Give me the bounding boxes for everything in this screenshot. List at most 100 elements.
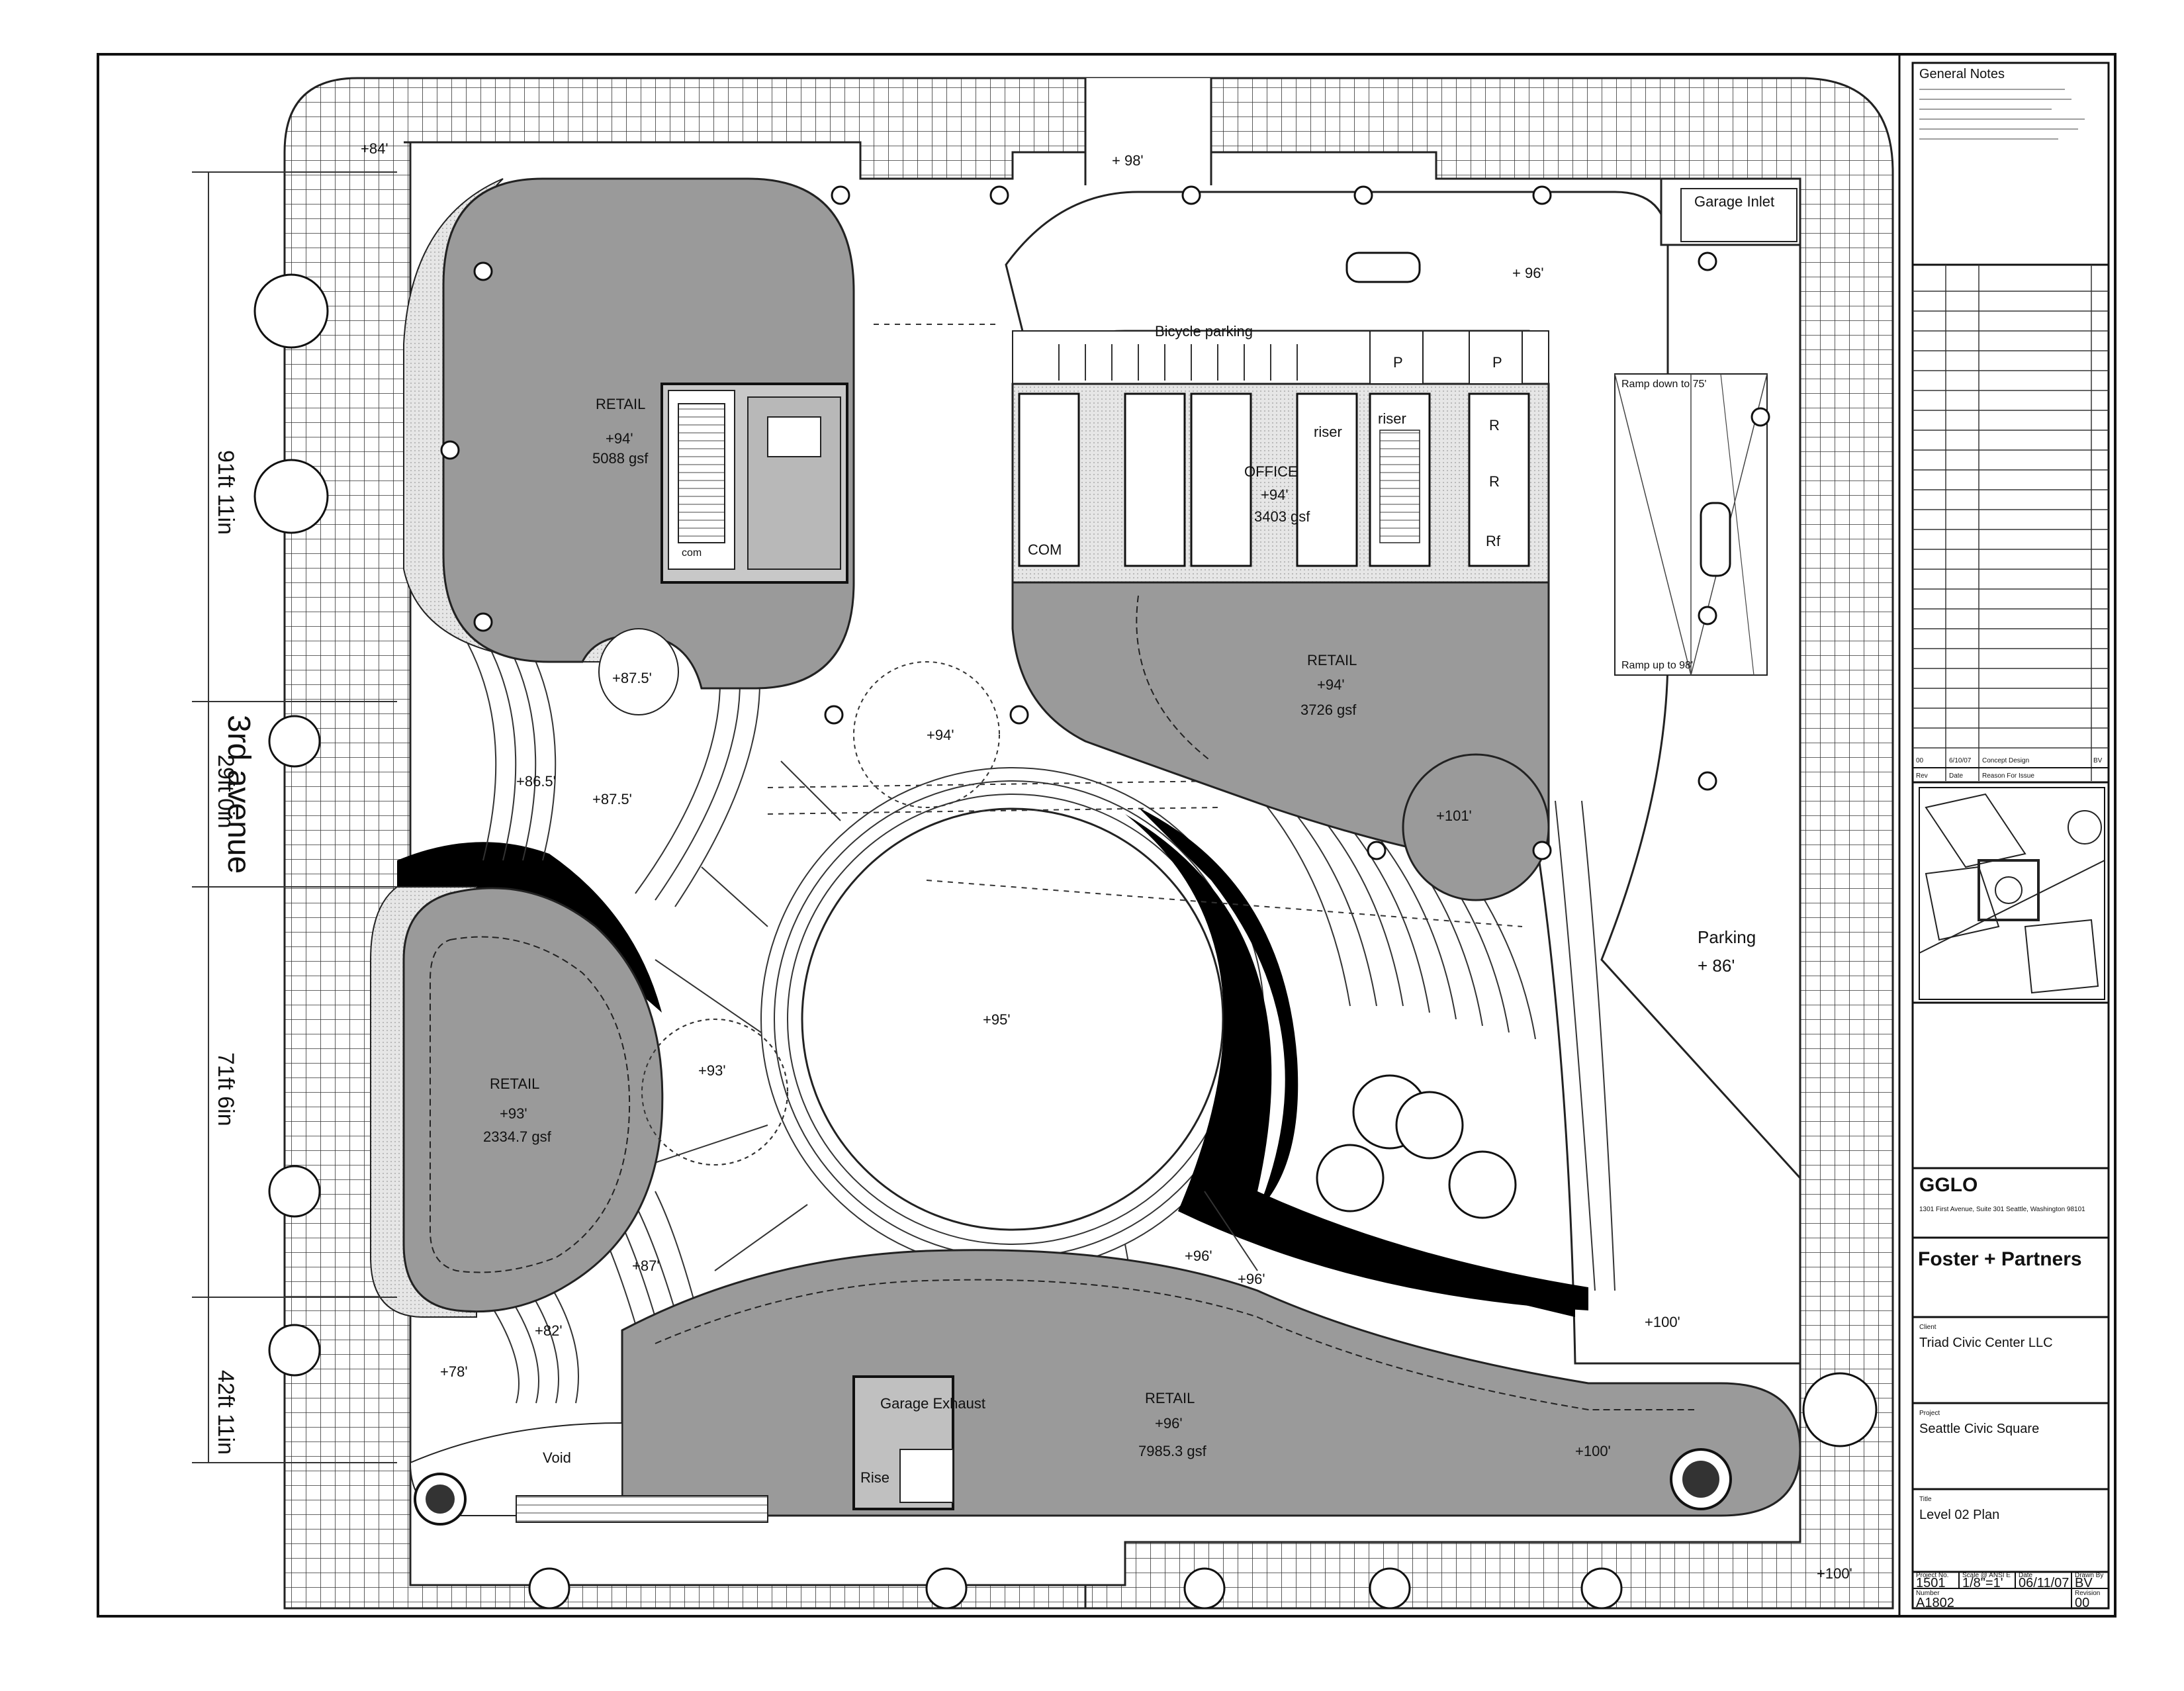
dimension-lines [192,171,397,1463]
void-label: Void [543,1449,571,1466]
bicycle-parking-label: Bicycle parking [1155,323,1253,340]
elevation-label: +101' [1436,807,1472,824]
revision-row-rev: 00 [1916,757,1924,764]
title-block: General Notes 00 6/10/07 Concept [1911,62,2110,1610]
number-caption: Number [1916,1590,1940,1597]
elevation-label: +84' [361,140,388,157]
void-openings [397,807,1588,1310]
elevation-label: +93' [698,1062,726,1079]
elevation-label: +100' [1817,1565,1852,1582]
project-no-caption: Project No. [1916,1572,1948,1579]
zone-elevation: +94' [1317,676,1345,693]
elevation-label: +87.5' [612,670,652,686]
zone-name: RETAIL [490,1075,539,1092]
rise-label: Rise [860,1469,889,1486]
drawing-title: Level 02 Plan [1919,1508,1999,1522]
date-caption: Date [2019,1572,2033,1579]
dimension-label-3: 71ft 6in [213,1052,238,1126]
elevation-label: +100' [1575,1443,1611,1459]
zone-area: 3403 gsf [1254,508,1310,525]
zone-elevation: +96' [1155,1415,1183,1432]
com-small-label: com [682,547,702,559]
date-value: 06/11/07 [2019,1576,2069,1590]
retail-north-west [403,177,855,715]
client-name: Triad Civic Center LLC [1919,1336,2053,1350]
drawn-by: BV [2075,1576,2093,1590]
elevation-label: +96' [1185,1248,1212,1264]
parking-elevation: + 86' [1698,956,1735,976]
architect-address: 1301 First Avenue, Suite 301 Seattle, Wa… [1919,1206,2085,1213]
columns [440,185,1770,860]
retail-west [370,886,788,1318]
project-name: Seattle Civic Square [1919,1422,2039,1436]
elevation-label: +100' [1645,1314,1680,1330]
revision-row-drawn: BV [2093,757,2103,764]
elevation-label: +87.5' [592,791,632,807]
dimension-label-2: 29ft 0in [213,754,238,829]
rev-header-reason: Reason For Issue [1982,772,2034,780]
elevation-label: +94' [927,727,954,743]
rev-header-rev: Rev [1916,772,1928,780]
drawing-number: A1802 [1916,1596,1954,1610]
garage-exhaust-label: Garage Exhaust [880,1395,985,1412]
zone-area: 7985.3 gsf [1138,1443,1207,1459]
project-caption: Project [1919,1410,1940,1417]
p-label: P [1393,354,1403,371]
revision-row-reason: Concept Design [1982,757,2029,764]
r-label: R [1489,417,1500,434]
rev-header-date: Date [1949,772,1964,780]
vehicles [1345,251,1731,577]
trees [253,273,1878,1610]
elevation-label: +86.5' [516,773,556,790]
zone-name: RETAIL [1145,1390,1195,1406]
title-caption: Title [1919,1496,1932,1503]
elevation-label: +82' [535,1322,563,1339]
elevation-label: + 98' [1112,152,1144,169]
elevation-label: +78' [440,1363,468,1380]
zone-elevation: +94' [606,430,633,447]
dimension-label-4: 42ft 11in [213,1370,238,1455]
dimension-label-1: 91ft 11in [213,450,238,535]
zone-name: RETAIL [596,396,645,412]
zone-elevation: +93' [500,1105,527,1122]
designer-name: Foster + Partners [1918,1248,2082,1270]
zone-name: RETAIL [1307,652,1357,668]
zone-area: 2334.7 gsf [483,1128,552,1145]
com-label: COM [1028,541,1062,558]
notes-heading: General Notes [1919,67,2005,81]
revision-number: 00 [2075,1596,2089,1610]
scale-caption: Scale @ ANSI E [1962,1572,2011,1579]
elevation-label: +96' [1238,1271,1265,1287]
elevation-label: +87' [632,1257,660,1274]
elevation-label: + 96' [1512,265,1544,281]
parking-label: Parking [1698,927,1756,947]
key-plan [1919,787,2105,1000]
sheet-border [97,53,2116,1618]
client-caption: Client [1919,1324,1936,1331]
drawn-by-caption: Drawn By [2075,1572,2103,1579]
project-no: 1501 [1916,1576,1946,1590]
revision-row-date: 6/10/07 [1949,757,1972,764]
zone-elevation: +94' [1261,486,1289,503]
zone-name: OFFICE [1244,463,1298,480]
rf-label: Rf [1486,533,1501,549]
elevation-label: +95' [983,1011,1011,1028]
zone-area: 5088 gsf [592,450,649,467]
riser-label-2: riser [1378,410,1406,427]
street-name: 3rd avenue [221,715,256,874]
garage-inlet-label: Garage Inlet [1694,193,1774,210]
p-label-2: P [1492,354,1502,371]
parking-area [1005,177,1801,1365]
zone-area: 3726 gsf [1300,702,1357,718]
ramp-up-label: Ramp up to 98' [1621,660,1693,671]
revision-caption: Revision [2075,1590,2100,1597]
scale-value: 1/8"=1' [1962,1576,2003,1590]
riser-label: riser [1314,424,1342,440]
architect-name: GGLO [1919,1174,1978,1196]
r-label-2: R [1489,473,1500,490]
retail-south [409,1249,1801,1526]
ramp-down-label: Ramp down to 75' [1621,379,1706,390]
office-block [1011,330,1550,901]
